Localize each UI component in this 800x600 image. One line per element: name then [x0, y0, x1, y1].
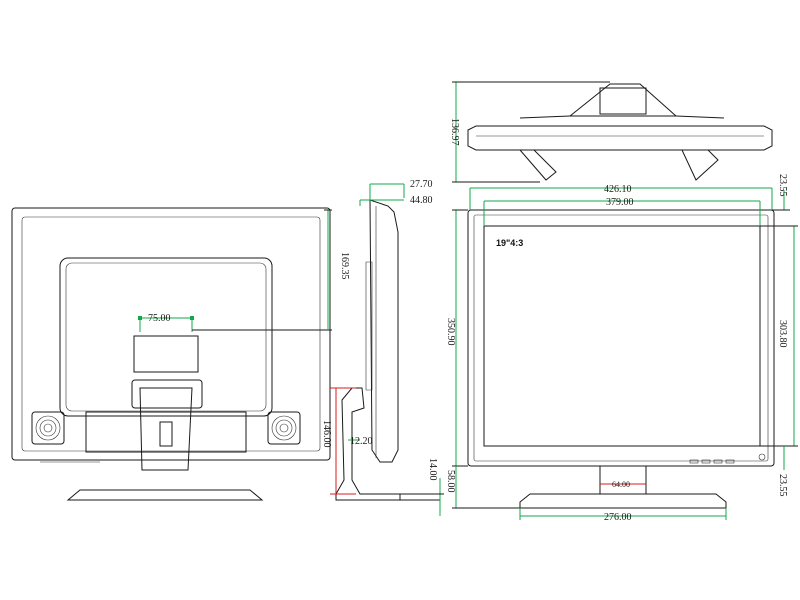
dim-overall-width: 426.10 [604, 184, 632, 195]
rear-housing-inner [21, 216, 321, 452]
front-bezel-inner [473, 214, 769, 462]
rear-raised-panel [59, 257, 273, 417]
top-view: 136.97 [449, 81, 773, 183]
dim-rear-mount-spacing: 75.00 [148, 313, 171, 324]
dim-rear-mount-height: 169.35 [339, 252, 350, 280]
side-panel-profile [369, 199, 399, 463]
rear-connector-bay [85, 411, 247, 453]
top-back-rim [519, 115, 725, 119]
front-view: 19"4:3 426.10 379.00 23.55 350.90 [445, 174, 798, 523]
top-stand-neck [568, 83, 678, 117]
rear-stand-base [66, 489, 264, 501]
dim-neck-width: 64.00 [612, 480, 630, 489]
left-speaker-grille [31, 411, 65, 445]
screen-size-label: 19"4:3 [496, 238, 523, 248]
dim-side-base-height: 14.00 [427, 458, 438, 481]
front-active-area [483, 225, 761, 447]
dim-side-stand-offset: 12.20 [350, 436, 373, 447]
dim-active-height: 303.80 [777, 320, 788, 348]
side-rear-bulge [365, 261, 373, 391]
top-stand-hinge [599, 87, 647, 115]
rear-stand-neck [139, 387, 193, 471]
power-button-icon [758, 453, 766, 461]
top-right-foot [681, 149, 719, 181]
dim-top-depth: 136.97 [449, 118, 460, 146]
front-control-buttons [689, 453, 766, 464]
side-view: 27.70 44.80 146.00 12.20 14.00 [321, 179, 444, 516]
front-bezel [467, 209, 775, 467]
dim-base-width: 276.00 [604, 512, 632, 523]
rear-label-area [133, 335, 199, 373]
dim-side-stand-height: 146.00 [321, 420, 332, 448]
dim-side-depth-panel: 44.80 [410, 195, 433, 206]
rear-stand-slot [159, 421, 173, 447]
top-panel-outline [467, 125, 773, 151]
dim-overall-height: 350.90 [445, 318, 456, 346]
dim-active-width: 379.00 [606, 197, 634, 208]
dim-bottom-bezel: 23.55 [777, 474, 788, 497]
dim-side-depth-top: 27.70 [410, 179, 433, 190]
rear-raised-panel-inner [65, 262, 267, 412]
right-speaker-grille [267, 411, 301, 445]
top-left-foot [518, 149, 557, 181]
rear-view: 75.00 169.35 [11, 207, 350, 501]
dim-top-bezel: 23.55 [777, 174, 788, 197]
rear-housing [11, 207, 331, 461]
front-stand-base [519, 493, 727, 509]
dim-stand-clearance: 58.00 [445, 470, 456, 493]
rear-vesa-bracket [131, 379, 203, 409]
